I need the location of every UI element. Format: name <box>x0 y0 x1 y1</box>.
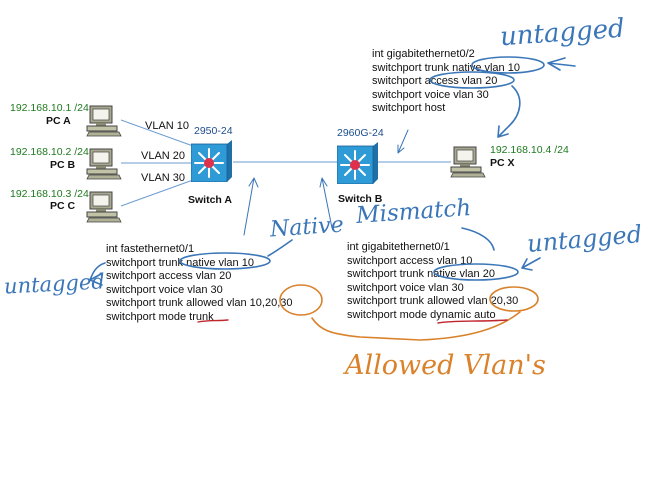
pen-circle-native-vlan-10-host <box>471 56 545 74</box>
config-line: switchport voice vlan 30 <box>106 283 223 296</box>
switch-b-label: Switch B <box>338 193 383 205</box>
switch-a-label: Switch A <box>188 194 232 206</box>
pc-a-ip: 192.168.10.1 /24 <box>10 102 89 114</box>
pen-bracket-allowed <box>311 311 521 341</box>
switch-icon <box>336 142 378 185</box>
pc-x-ip: 192.168.10.4 /24 <box>490 144 569 156</box>
pen-circle-native-vlan-20-b <box>433 263 519 281</box>
pen-circle-native-vlan-10-a <box>179 252 271 270</box>
config-line: switchport mode trunk <box>106 310 214 323</box>
switch-b[interactable] <box>336 142 379 189</box>
pc-c[interactable] <box>86 191 122 228</box>
pc-a[interactable] <box>86 105 122 142</box>
pc-x-label: PC X <box>490 157 515 169</box>
config-line: int gigabitethernet0/1 <box>347 241 450 253</box>
config-line: switchport access vlan 20 <box>106 270 232 283</box>
computer-icon <box>450 146 486 178</box>
vlan-label-a: VLAN 10 <box>145 120 190 132</box>
computer-icon <box>86 105 122 137</box>
config-line: int gigabitethernet0/2 <box>372 48 475 60</box>
switch-icon <box>190 140 232 183</box>
config-line: switchport voice vlan 30 <box>372 88 489 101</box>
switch-b-host-config: int gigabitethernet0/2 switchport trunk … <box>372 48 520 116</box>
pen-arrow-untagged-left <box>89 262 106 286</box>
pc-x[interactable] <box>450 146 486 183</box>
pen-arrow-to-pcx <box>497 85 521 138</box>
pc-b[interactable] <box>86 148 122 185</box>
pc-b-label: PC B <box>50 159 76 171</box>
config-line: switchport mode dynamic auto <box>347 308 496 321</box>
pen-underline-mode-trunk <box>197 319 229 323</box>
pen-underline-dynamic-auto <box>437 319 508 324</box>
switch-b-uplink-config: int gigabitethernet0/1 switchport access… <box>347 241 518 323</box>
config-line: switchport trunk allowed vlan 10,20,30 <box>106 297 293 310</box>
computer-icon <box>86 191 122 223</box>
config-line: switchport access vlan 10 <box>347 254 473 267</box>
link-pcc-switcha <box>120 179 194 207</box>
link-pca-switcha <box>120 119 194 147</box>
config-line: switchport trunk native vlan 20 <box>347 268 495 281</box>
switch-a[interactable] <box>190 140 233 187</box>
config-line: switchport access vlan 20 <box>372 75 498 88</box>
pc-a-label: PC A <box>46 115 71 127</box>
pc-c-label: PC C <box>50 200 76 212</box>
switch-b-model: 2960G-24 <box>337 127 384 139</box>
pen-circle-allowed-b <box>489 286 539 312</box>
config-line: switchport voice vlan 30 <box>347 281 464 294</box>
vlan-label-b: VLAN 20 <box>141 150 186 162</box>
pen-arrow-untagged-right <box>521 257 541 271</box>
pen-line-native <box>267 239 293 257</box>
pen-arrow-trunk-right <box>319 177 333 229</box>
pc-c-ip: 192.168.10.3 /24 <box>10 188 89 200</box>
annotation-allowed-vlans: Allowed Vlan's <box>345 350 546 381</box>
config-line: switchport host <box>372 102 446 115</box>
computer-icon <box>86 148 122 180</box>
pen-circle-allowed-a <box>279 284 323 316</box>
pen-line-mismatch <box>461 227 495 251</box>
config-line: int fastethernet0/1 <box>106 243 195 255</box>
pc-b-ip: 192.168.10.2 /24 <box>10 146 89 158</box>
config-line: switchport trunk allowed vlan 20,30 <box>347 295 519 308</box>
switch-a-model: 2950-24 <box>194 125 233 137</box>
pen-arrow-trunk-pcx <box>397 129 409 154</box>
pen-circle-access-vlan-20-host <box>429 71 515 89</box>
vlan-label-c: VLAN 30 <box>141 172 186 184</box>
pen-arrow-trunk-left <box>243 177 259 236</box>
pen-arrow-untagged-top <box>547 57 576 71</box>
